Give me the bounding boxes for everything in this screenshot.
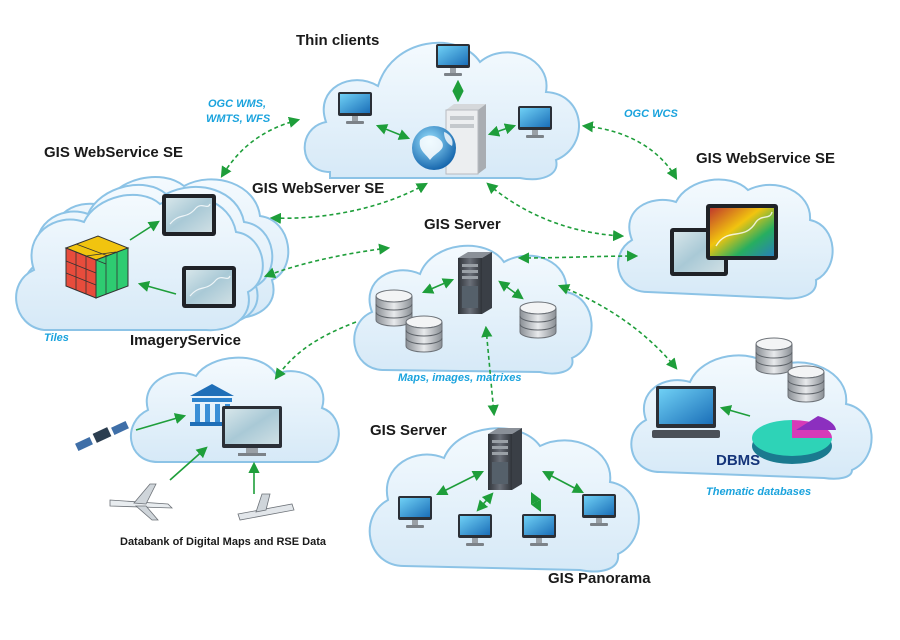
dbms-group <box>652 337 836 464</box>
label-imagery-service: ImageryService <box>130 332 241 349</box>
database-icon <box>405 315 443 353</box>
connector-webserver-left <box>269 182 428 224</box>
label-wmts-wfs: WMTS, WFS <box>206 113 271 125</box>
label-databank: Databank of Digital Maps and RSE Data <box>120 536 326 548</box>
label-ogc-wcs: OGC WCS <box>624 108 678 120</box>
label-ogc-wms: OGC WMS, <box>208 98 267 110</box>
database-icon <box>519 301 557 339</box>
connector-webserver-right <box>486 182 625 242</box>
connector-server-webservice-right <box>517 250 639 264</box>
label-thin-clients: Thin clients <box>296 32 380 49</box>
webservice-right-group <box>670 204 778 276</box>
cloud-gis-server-bottom <box>368 427 640 573</box>
monitor-icon <box>652 386 720 438</box>
airplane-icon <box>109 483 173 521</box>
label-tiles: Tiles <box>44 332 69 344</box>
tablet-icon <box>706 204 778 260</box>
gis-server-top-group <box>375 252 557 353</box>
monitor-icon <box>222 406 282 456</box>
gis-server-bottom-group <box>398 428 616 546</box>
label-gis-panorama: GIS Panorama <box>548 570 651 587</box>
label-gis-webservice-left: GIS WebService SE <box>44 144 183 161</box>
label-dbms: DBMS <box>716 452 761 469</box>
server-tower-icon <box>488 428 522 490</box>
drone-icon <box>237 493 295 521</box>
database-icon <box>787 365 825 403</box>
connector-server-databank <box>274 321 357 380</box>
label-gis-server-top: GIS Server <box>424 216 501 233</box>
pie-chart-icon <box>752 416 836 464</box>
cloud-thin-clients <box>303 41 580 181</box>
label-gis-webservice-right: GIS WebService SE <box>696 150 835 167</box>
tablet-icon <box>181 265 237 309</box>
connector-thin-clients-right <box>581 121 678 180</box>
databank-group <box>75 384 295 521</box>
connector-thin-clients-left <box>220 116 301 178</box>
rubiks-cube-icon <box>64 235 130 299</box>
server-tower-icon <box>458 252 492 314</box>
tablet-icon <box>161 193 217 237</box>
connectors <box>220 116 678 417</box>
label-gis-webserver: GIS WebServer SE <box>252 180 385 197</box>
connector-server-server <box>481 325 499 417</box>
label-gis-server-bottom: GIS Server <box>370 422 447 439</box>
cloud-gis-webservice-left <box>15 175 290 332</box>
globe-icon <box>412 126 456 170</box>
connector-server-dbms <box>557 284 678 370</box>
webservice-left-group <box>64 193 237 309</box>
label-thematic-databases: Thematic databases <box>706 486 812 498</box>
thin-clients-group <box>338 44 552 175</box>
label-maps-images: Maps, images, matrixes <box>398 372 522 384</box>
connector-server-imagery <box>263 243 391 279</box>
database-icon <box>755 337 793 375</box>
satellite-icon <box>75 420 129 452</box>
